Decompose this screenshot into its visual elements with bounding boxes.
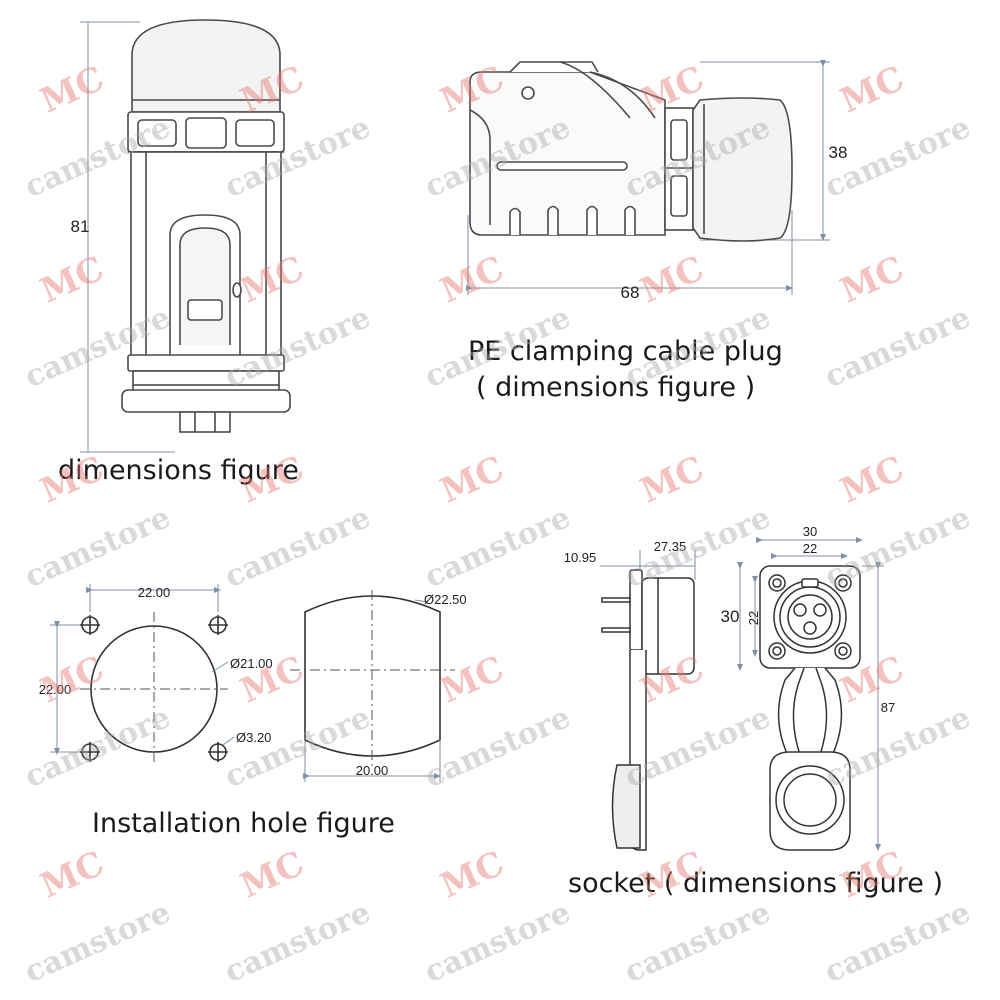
installation-hole-drawing	[50, 584, 455, 782]
hole-diameter-label: Ø21.00	[230, 656, 273, 671]
screw-hole-label: Ø3.20	[236, 730, 271, 745]
socket-length-label: 87	[881, 700, 895, 715]
cutout-diameter-label: Ø22.50	[424, 592, 467, 607]
pe-clamping-plug	[466, 60, 830, 295]
installation-caption: Installation hole figure	[92, 808, 395, 839]
socket-caption: socket ( dimensions figure )	[568, 868, 944, 899]
front-height-label: 81	[71, 217, 90, 236]
front-view-connector	[80, 19, 291, 453]
plug-title-caption: PE clamping cable plug	[468, 336, 783, 367]
hole-spacing-x-label: 22.00	[138, 585, 171, 600]
socket-front-view	[737, 537, 884, 851]
socket-depth-b-label: 27.35	[654, 539, 687, 554]
socket-width-outer-label: 30	[803, 524, 817, 539]
socket-width-inner-label: 22	[803, 541, 817, 556]
socket-height-inner-label: 22	[746, 611, 761, 625]
socket-depth-a-label: 10.95	[564, 550, 597, 565]
plug-subtitle-caption: ( dimensions figure )	[476, 372, 756, 403]
socket-height-outer-label: 30	[721, 607, 740, 626]
hole-spacing-y-label: 22.00	[39, 682, 72, 697]
plug-length-label: 68	[621, 283, 640, 302]
cutout-flat-label: 20.00	[356, 763, 389, 778]
front-dimensions-caption: dimensions figure	[58, 455, 299, 486]
socket-side-view	[600, 550, 696, 851]
plug-height-label: 38	[829, 143, 848, 162]
